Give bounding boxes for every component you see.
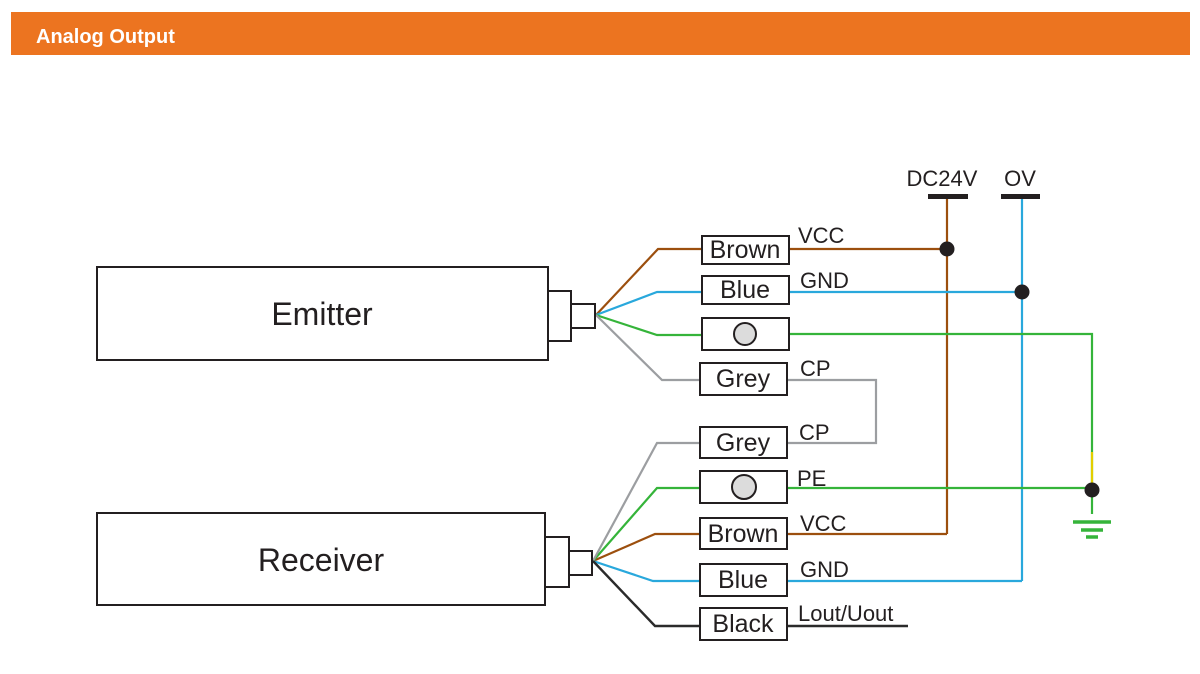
receiver-brown-tag-box: [699, 517, 788, 550]
receiver-gnd-signal-label: GND: [800, 557, 849, 582]
emitter-brown-tag-box: [701, 235, 790, 265]
receiver-device: [96, 512, 593, 606]
receiver-connector: [544, 536, 570, 588]
pe-circle-icon: [733, 322, 757, 346]
pe-junction-dot: [1084, 482, 1100, 498]
cp-link-wire: [787, 378, 878, 445]
receiver-body: [96, 512, 546, 606]
emitter-connector-tip: [570, 303, 596, 329]
receiver-pe-signal-label: PE: [797, 466, 826, 491]
emitter-blue-wire: [595, 290, 702, 317]
receiver-vcc-signal-label: VCC: [800, 511, 847, 536]
receiver-green-wire: [592, 486, 700, 562]
receiver-black-tag-label: Black: [712, 610, 774, 638]
receiver-black-wire: [592, 560, 700, 628]
power-terminals: DC24V OV: [907, 166, 1040, 199]
emitter-grey-tag-box: [699, 362, 788, 396]
emitter-green-wire: [595, 313, 702, 337]
emitter-cp-signal-label: CP: [800, 356, 831, 381]
green-wire-network: [592, 313, 1111, 562]
pe-circle-icon: [731, 474, 757, 500]
emitter-body: [96, 266, 549, 361]
emitter-blue-tag-label: Blue: [720, 276, 770, 304]
header-bar-background: [11, 12, 1190, 55]
receiver-grey-tag-box: [699, 426, 788, 459]
receiver-connector-tip: [568, 550, 593, 576]
header-bar: Analog Output: [11, 12, 1190, 55]
receiver-cp-signal-label: CP: [799, 420, 830, 445]
blue-wire-network: [592, 198, 1024, 583]
ov-terminal-bar: [1001, 194, 1040, 199]
emitter-device: [96, 266, 596, 361]
vcc-junction-dot: [939, 241, 955, 257]
dc24v-label: DC24V: [907, 166, 978, 191]
emitter-grey-tag-label: Grey: [716, 365, 771, 393]
emitter-grey-wire: [595, 314, 700, 382]
emitter-gnd-signal-label: GND: [800, 268, 849, 293]
receiver-blue-wire: [592, 559, 700, 583]
receiver-lout-signal-label: Lout/Uout: [798, 601, 893, 626]
receiver-blue-tag-label: Blue: [718, 566, 768, 594]
receiver-grey-tag-label: Grey: [716, 429, 771, 457]
receiver-grey-wire: [592, 441, 700, 562]
dc24v-terminal-bar: [928, 194, 968, 199]
emitter-brown-wire: [595, 247, 702, 316]
receiver-brown-tag-label: Brown: [708, 520, 779, 548]
receiver-brown-wire: [592, 532, 700, 563]
emitter-connector: [547, 290, 572, 342]
junction-dots: [939, 241, 1100, 498]
emitter-wire-tags: [699, 235, 790, 396]
page-title: Analog Output: [36, 26, 175, 48]
emitter-label: Emitter: [271, 296, 373, 332]
ov-label: OV: [1004, 166, 1036, 191]
earth-ground-icon: [1073, 520, 1111, 539]
emitter-pe-wire: [789, 332, 1094, 490]
emitter-brown-tag-label: Brown: [710, 236, 781, 264]
receiver-blue-tag-box: [699, 563, 788, 597]
receiver-black-tag-box: [699, 607, 788, 641]
emitter-blue-tag-box: [701, 275, 790, 305]
black-wire-network: [592, 560, 908, 628]
receiver-label: Receiver: [258, 542, 385, 578]
grey-wire-network: [592, 314, 878, 562]
emitter-vcc-signal-label: VCC: [798, 223, 845, 248]
gnd-junction-dot: [1014, 284, 1030, 300]
